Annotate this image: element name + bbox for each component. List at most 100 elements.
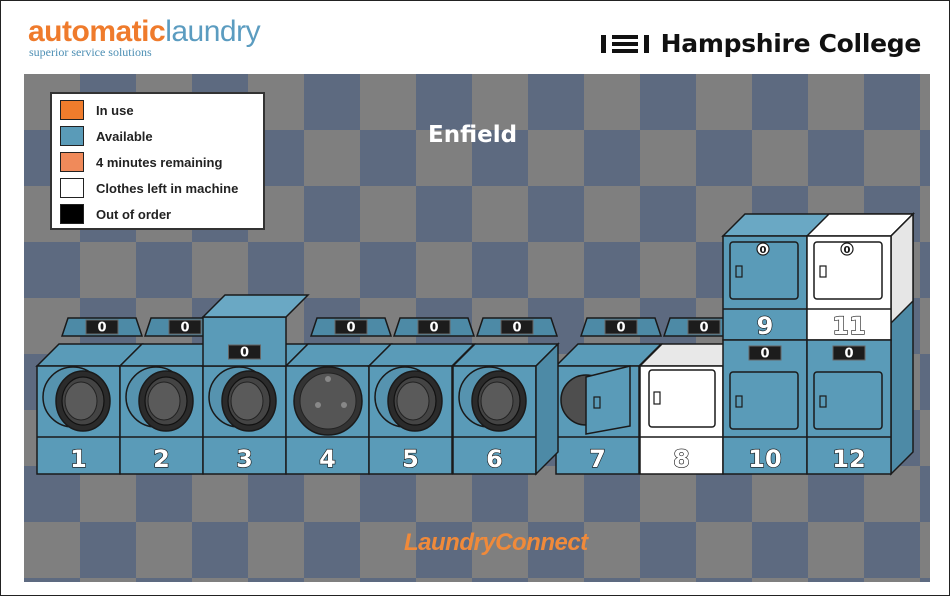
legend-item-out-of-order: Out of order (60, 204, 171, 224)
machine-number: 1 (70, 445, 87, 473)
location-title: Enfield (428, 122, 518, 148)
door-panel (648, 369, 716, 428)
brand-name-part1: automatic (28, 15, 166, 48)
college-logo-icon (600, 34, 649, 53)
control-panel-5: 0 (392, 317, 476, 337)
lid-inner (299, 372, 357, 430)
dryer-door (729, 241, 799, 300)
legend-swatch (60, 100, 84, 120)
legend-swatch (60, 204, 84, 224)
control-panel-3: 0 (201, 294, 310, 367)
open-door (585, 365, 631, 435)
laundry-room-board: In use Available 4 minutes remaining Clo… (24, 74, 930, 582)
drum-inner (230, 381, 264, 421)
machine-number: 10 (748, 445, 781, 473)
dryer-door (729, 371, 799, 430)
status-legend: In use Available 4 minutes remaining Clo… (50, 92, 265, 230)
machine-number: 5 (402, 445, 419, 473)
time-display (417, 319, 451, 335)
time-display (604, 319, 638, 335)
time-display (85, 319, 119, 335)
lid-knob (341, 402, 347, 408)
bank-side (535, 342, 559, 476)
machine-10: 0 10 (722, 339, 808, 475)
machine-number: 7 (589, 445, 606, 473)
drum-inner (396, 381, 430, 421)
dryer-door (813, 371, 883, 430)
legend-swatch (60, 126, 84, 146)
machine-8: 8 (638, 343, 747, 475)
legend-label: Out of order (96, 206, 172, 222)
machine-number: 3 (236, 445, 253, 473)
legend-item-4-minutes: 4 minutes remaining (60, 152, 222, 172)
machine-7: 7 (554, 343, 663, 475)
brand-tagline: superior service solutions (29, 45, 152, 59)
time-remaining: 0 (844, 347, 853, 362)
legend-item-available: Available (60, 126, 153, 146)
machine-number: 4 (319, 445, 336, 473)
time-remaining: 0 (240, 346, 249, 361)
machine-11: 0 11 (806, 235, 892, 341)
college-header: Hampshire College (600, 29, 922, 58)
machine-5: 5 (367, 343, 476, 475)
time-remaining: 0 (429, 321, 438, 336)
time-remaining: 0 (180, 321, 189, 336)
time-remaining: 0 (97, 321, 106, 336)
brand-name-part2: laundry (165, 15, 261, 48)
time-display (500, 319, 534, 335)
time-remaining: 0 (512, 321, 521, 336)
door-handle (819, 265, 827, 278)
door-handle (735, 265, 743, 278)
machine-number: 12 (832, 445, 865, 473)
time-display (334, 319, 368, 335)
machine-number: 6 (486, 445, 503, 473)
legend-label: 4 minutes remaining (96, 154, 223, 170)
time-remaining: 0 (346, 321, 355, 336)
time-remaining: 0 (760, 245, 767, 256)
control-panel-1: 0 (60, 317, 144, 337)
machine-9: 09 (722, 235, 808, 341)
lid-knob (325, 376, 331, 382)
door-handle (735, 395, 743, 408)
drum-inner (480, 381, 514, 421)
machine-number: 8 (673, 445, 690, 473)
raised-control-top (201, 294, 310, 318)
machine-1: 1 (35, 343, 144, 475)
drum-inner (147, 381, 181, 421)
time-display (748, 345, 782, 361)
time-badge (756, 242, 770, 256)
automatic-laundry-logo: automaticlaundry (28, 15, 261, 49)
legend-swatch (60, 178, 84, 198)
time-remaining: 0 (844, 245, 851, 256)
legend-label: Available (96, 128, 153, 144)
legend-swatch (60, 152, 84, 172)
college-name: Hampshire College (660, 29, 922, 58)
control-panel-7: 0 (579, 317, 663, 337)
lid-knob (315, 402, 321, 408)
machine-number: 2 (153, 445, 170, 473)
drum-inner (64, 381, 98, 421)
dryer-door (813, 241, 883, 300)
time-display (228, 344, 261, 360)
legend-item-in-use: In use (60, 100, 134, 120)
legend-label: In use (96, 102, 134, 118)
time-remaining: 0 (699, 321, 708, 336)
time-display (168, 319, 202, 335)
time-display (832, 345, 866, 361)
door-handle (819, 395, 827, 408)
machine-number: 11 (832, 312, 865, 340)
legend-label: Clothes left in machine (96, 180, 239, 196)
time-display (687, 319, 721, 335)
laundryconnect-logo: LaundryConnect (404, 529, 588, 556)
door-handle (653, 391, 661, 405)
legend-item-clothes-left: Clothes left in machine (60, 178, 238, 198)
time-remaining: 0 (760, 347, 769, 362)
time-remaining: 0 (616, 321, 625, 336)
control-panel-6: 0 (475, 317, 559, 337)
machine-12: 0 12 (806, 339, 892, 475)
control-panel-4: 0 (309, 317, 393, 337)
machine-4: 4 (284, 343, 393, 475)
machine-number: 9 (757, 312, 774, 340)
